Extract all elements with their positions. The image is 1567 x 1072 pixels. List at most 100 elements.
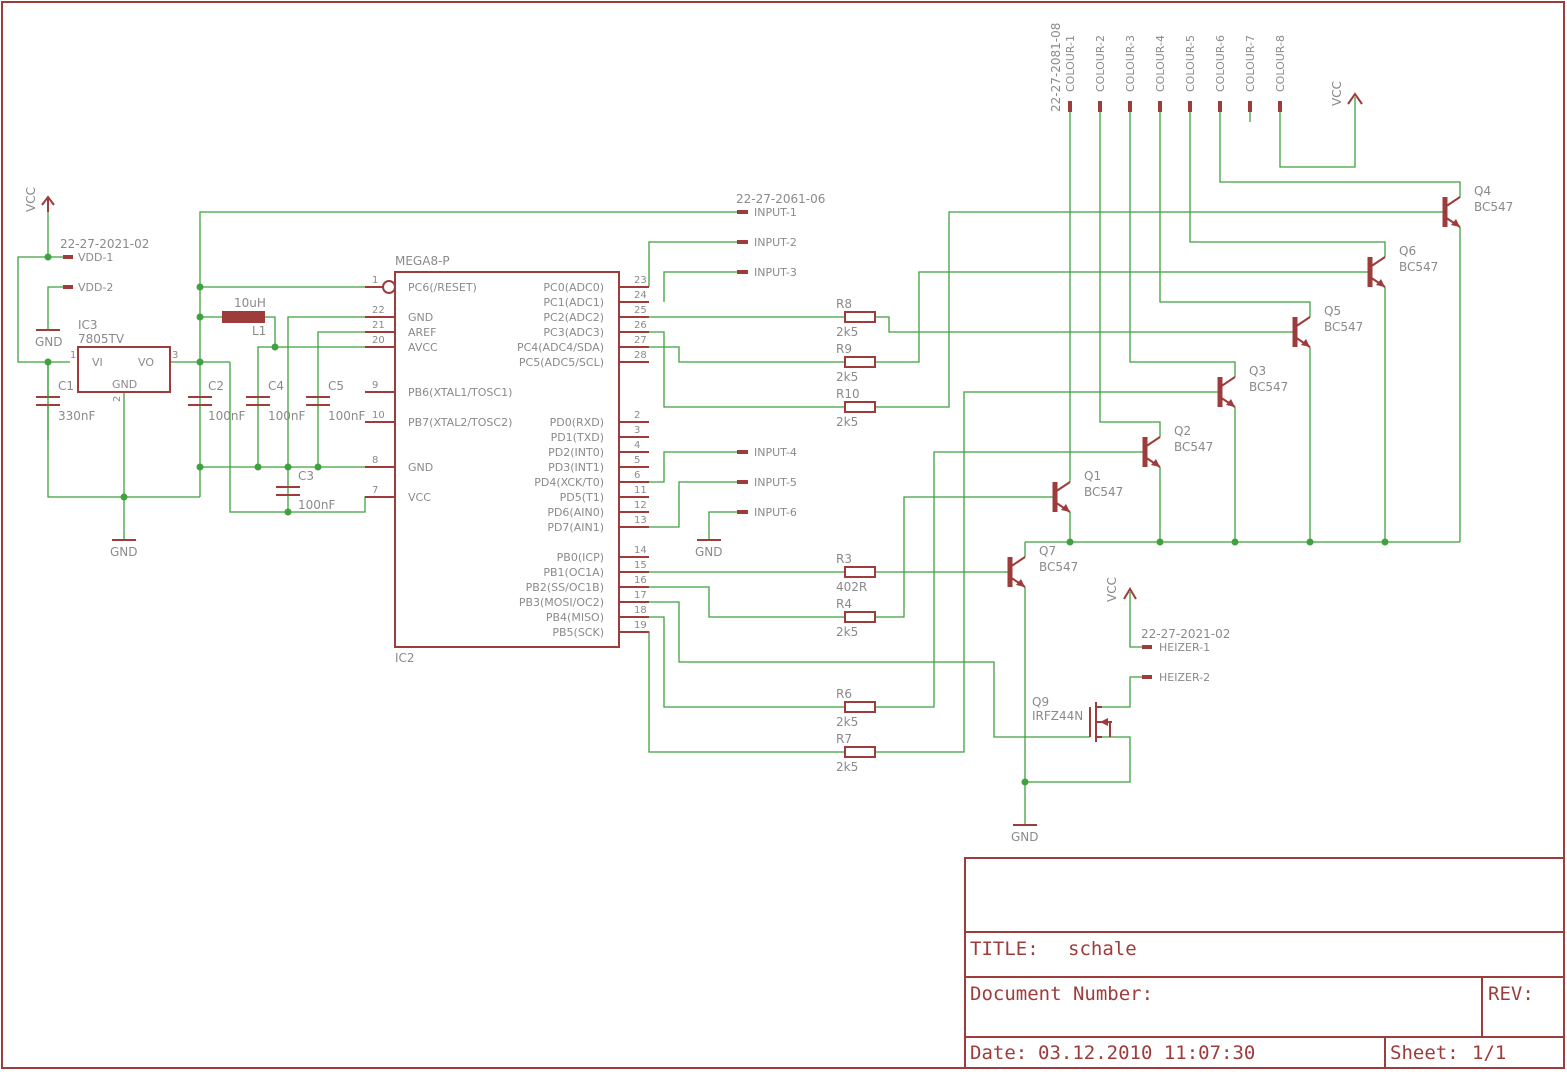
pin-name: PB1(OC1A) [543,566,604,579]
mcu-right-pins: 2 3 PC0(ADC0) 24PC1(ADC1)25PC2(ADC2)26PC3(A… [517,275,649,639]
input-pin-4: INPUT-4 [737,446,797,459]
svg-text:VO: VO [138,356,154,369]
pin-number: 11 [634,485,647,496]
resistor-value: 2k5 [836,715,858,729]
gnd-symbol-vdd: GND [35,329,63,349]
resistor-ref: R3 [836,552,852,566]
svg-text:C5: C5 [328,379,344,393]
vcc-symbol-colour: VCC [1330,81,1363,106]
svg-text:10uH: 10uH [234,296,266,310]
pin-number: 24 [634,290,647,301]
pin-name: PB3(MOSI/OC2) [519,596,604,609]
transistor-ref: Q3 [1249,364,1266,378]
resistor-value: 2k5 [836,415,858,429]
pin-name: PC1(ADC1) [543,296,604,309]
pin-number: 8 [372,455,378,466]
pin-number: 2 [634,410,640,421]
resistor-value: 402R [836,580,867,594]
mcu-ic2: MEGA8-P IC2 1PC6(/RESET)22GND21AREF20AVC… [365,254,649,665]
svg-text:330nF: 330nF [58,409,96,423]
title-value: schale [1068,938,1137,960]
pin-name: AVCC [408,341,438,354]
resistor-value: 2k5 [836,370,858,384]
pin-name: PB4(MISO) [546,611,604,624]
date-value: 03.12.2010 11:07:30 [1038,1042,1255,1064]
resistor-r4: R4 2k5 [836,597,876,639]
pin-name: PB7(XTAL2/TOSC2) [408,416,512,429]
pin-number: 4 [634,440,640,451]
pin-number: 26 [634,320,647,331]
input-pin-6: INPUT-6 [737,506,797,519]
pin-label: INPUT-1 [754,206,797,219]
svg-text:C2: C2 [208,379,224,393]
pin-label: COLOUR-4 [1154,35,1167,92]
pin-number: 13 [634,515,647,526]
pin-number: 12 [634,500,647,511]
pin-name: AREF [408,326,436,339]
capacitor-c3: C3 100nF [276,469,336,512]
transistor-ref: Q7 [1039,544,1056,558]
mcu-left-pins: 1PC6(/RESET)22GND21AREF20AVCC9PB6(XTAL1/… [365,275,512,504]
colour-pin-5: COLOUR-5 [1184,35,1197,112]
transistors: Q4BC547Q6BC547Q5BC547Q3BC547Q2BC547Q1BC5… [1007,184,1513,588]
svg-text:VCC: VCC [1105,577,1119,602]
resistor-ref: R8 [836,297,852,311]
colour-pin-4: COLOUR-4 [1154,35,1167,112]
svg-text:IRFZ44N: IRFZ44N [1032,709,1083,723]
svg-text:GND: GND [112,378,137,391]
mcu-ref: IC2 [395,651,415,665]
wires [17,97,1461,825]
pin-name: PC0(ADC0) [543,281,604,294]
capacitor-c2: C2 100nF [188,379,246,423]
transistor-value: BC547 [1084,485,1123,499]
pin-name: PC5(ADC5/SCL) [519,356,604,369]
pin-label: COLOUR-2 [1094,35,1107,92]
resistor-value: 2k5 [836,625,858,639]
date-label: Date: [970,1042,1027,1064]
pin-name: PD4(XCK/T0) [534,476,604,489]
svg-text:C1: C1 [58,379,74,393]
svg-text:GND: GND [35,335,63,349]
colour-pin-2: COLOUR-2 [1094,35,1107,112]
svg-text:IC3: IC3 [78,318,98,332]
pin-name: PD0(RXD) [550,416,604,429]
pin-number: 15 [634,560,647,571]
vcc-symbol-left: VCC [24,187,55,212]
pin-number: 9 [372,380,378,391]
pin-number: 20 [372,335,385,346]
pin-number: 27 [634,335,647,346]
pin-name: PD6(AIN0) [547,506,604,519]
resistor-ref: R4 [836,597,852,611]
svg-text:VDD-1: VDD-1 [78,251,113,264]
sheet-value: 1/1 [1472,1042,1506,1064]
pin-number: 3 [634,425,640,436]
input-pin-3: INPUT-3 [737,266,797,279]
transistor-value: BC547 [1039,560,1078,574]
svg-text:1: 1 [70,350,76,361]
pin-number: 28 [634,350,647,361]
pin-name: PB5(SCK) [552,626,604,639]
gnd-symbol-inputs: GND [695,539,723,559]
pin-number: 18 [634,605,647,616]
pin-label: COLOUR-6 [1214,35,1227,92]
resistor-ref: R7 [836,732,852,746]
